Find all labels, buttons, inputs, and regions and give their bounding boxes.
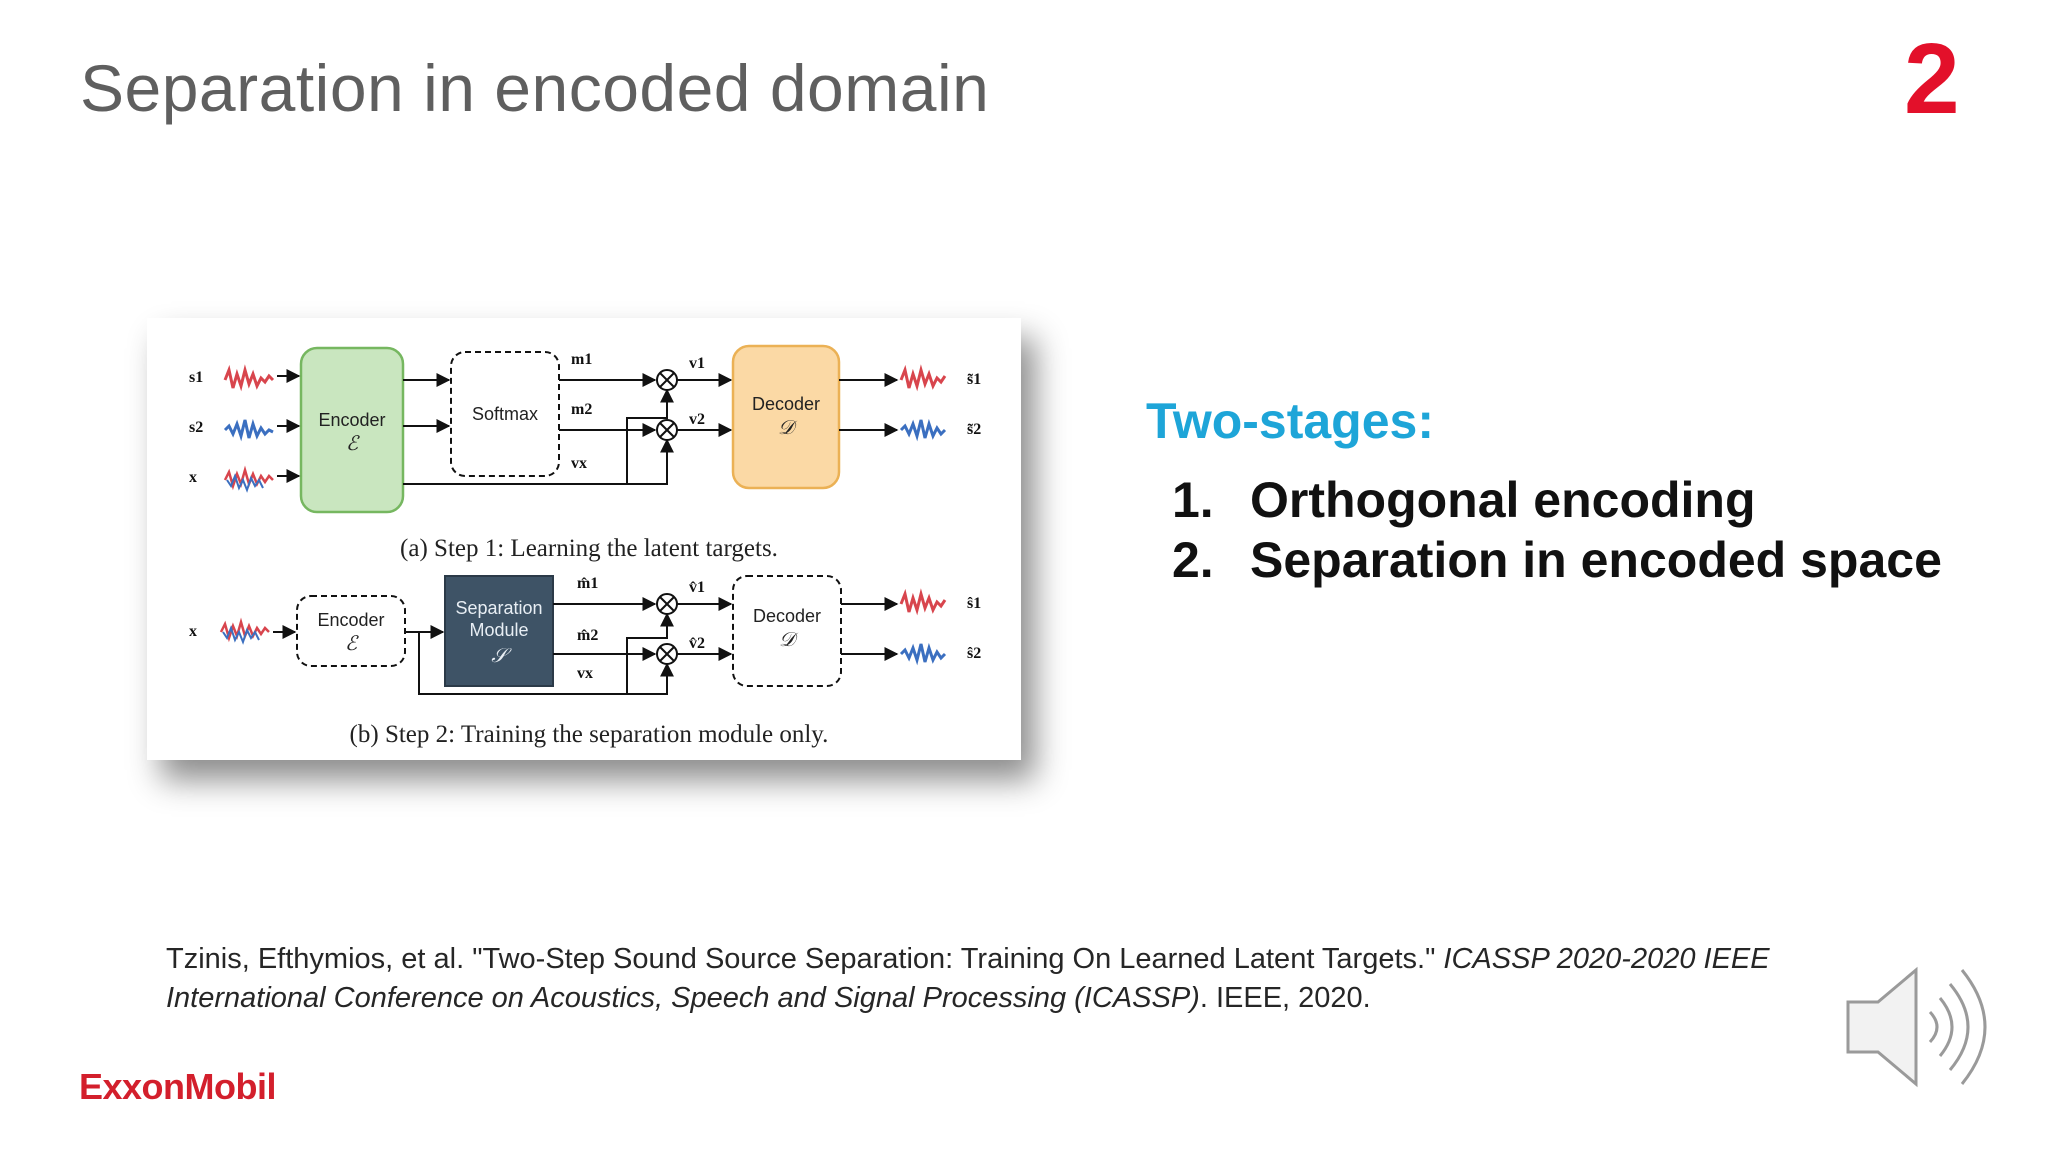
step2-decoder-block [732, 575, 842, 687]
waveform-x-icon [223, 465, 274, 493]
softmax-block [450, 351, 560, 477]
citation-line-2: International Conference on Acoustics, S… [166, 979, 1926, 1018]
encoder-symbol: ℰ [346, 433, 360, 455]
citation-tail: . IEEE, 2020. [1199, 982, 1371, 1014]
encoder-label: Encoder [318, 410, 385, 430]
encoder-block [299, 346, 405, 514]
stages-heading: Two-stages: [1146, 393, 1434, 449]
separation-label-1: Separation [455, 598, 542, 618]
step2-encoder-symbol: ℰ [345, 633, 359, 655]
citation-venue-part1: ICASSP 2020-2020 IEEE [1443, 943, 1770, 975]
signal-vx-label: vx [571, 455, 587, 472]
citation-line-1: Tzinis, Efthymios, et al. "Two-Step Soun… [166, 940, 1926, 979]
input-x-label: x [189, 469, 197, 486]
output-s1-tilde-label: s̃1 [967, 371, 981, 388]
step2-signal-m1-label: m̂1 [577, 575, 598, 592]
signal-m2-label: m2 [571, 401, 592, 418]
step2-signal-vx-label: vx [577, 665, 593, 682]
output-s1-hat-label: ŝ1 [967, 595, 981, 612]
output-s2-hat-label: ŝ2 [967, 645, 981, 662]
step2-signal-v1-label: v̂1 [689, 579, 705, 596]
step2-waveform-out-s2-icon [899, 642, 947, 666]
multiply-node-2 [656, 419, 678, 441]
exxonmobil-logo: ExxonMobil [79, 1066, 277, 1107]
stage-list: 1. Orthogonal encoding 2. Separation in … [1172, 470, 1942, 590]
step2-multiply-node-1 [656, 593, 678, 615]
output-s2-tilde-label: s̃2 [967, 421, 981, 438]
decoder-block [731, 344, 841, 490]
waveform-s2-icon [223, 418, 274, 442]
stage-item-1-text: Orthogonal encoding [1250, 472, 1756, 528]
stage-item-1-number: 1. [1172, 472, 1214, 528]
decoder-symbol: 𝒟 [778, 417, 798, 439]
speaker-icon[interactable] [1842, 962, 2002, 1097]
step1-caption: (a) Step 1: Learning the latent targets. [400, 535, 778, 562]
step2-encoder-label: Encoder [317, 610, 384, 630]
citation-authors-title: Tzinis, Efthymios, et al. "Two-Step Soun… [166, 943, 1444, 975]
step2-waveform-out-s1-icon [899, 588, 947, 616]
step2-signal-v2-label: v̂2 [689, 635, 705, 652]
step2-waveform-x-icon [219, 617, 270, 645]
architecture-figure: s1 s2 x Encoder ℰ Softmax m1 m2 vx [147, 318, 1021, 760]
waveform-s1-icon [223, 364, 275, 392]
step2-encoder-block [296, 595, 406, 667]
signal-m1-label: m1 [571, 351, 592, 368]
stage-item-2-number: 2. [1172, 532, 1214, 588]
slide-title: Separation in encoded domain [80, 51, 990, 125]
citation-venue-part2: International Conference on Acoustics, S… [166, 982, 1200, 1014]
stage-item-2: 2. Separation in encoded space [1172, 530, 1942, 590]
input-s2-label: s2 [189, 419, 203, 436]
step2-multiply-node-2 [656, 643, 678, 665]
separation-label-2: Module [469, 620, 528, 640]
signal-v1-label: v1 [689, 355, 705, 372]
waveform-out-s1-icon [899, 364, 947, 392]
step2-caption: (b) Step 2: Training the separation modu… [350, 721, 829, 748]
step2-signal-m2-label: m̂2 [577, 627, 598, 644]
stage-item-1: 1. Orthogonal encoding [1172, 470, 1942, 530]
signal-v2-label: v2 [689, 411, 705, 428]
softmax-label: Softmax [472, 404, 538, 424]
step2-decoder-label: Decoder [753, 606, 821, 626]
multiply-node-1 [656, 369, 678, 391]
separation-module-block [444, 575, 554, 687]
decoder-label: Decoder [752, 394, 820, 414]
step2-input-x-label: x [189, 623, 197, 640]
step2-decoder-symbol: 𝒟 [779, 629, 799, 651]
slide-number: 2 [1904, 23, 1960, 135]
input-s1-label: s1 [189, 369, 203, 386]
waveform-out-s2-icon [899, 418, 947, 442]
citation: Tzinis, Efthymios, et al. "Two-Step Soun… [166, 940, 1926, 1018]
stage-item-2-text: Separation in encoded space [1250, 532, 1942, 588]
